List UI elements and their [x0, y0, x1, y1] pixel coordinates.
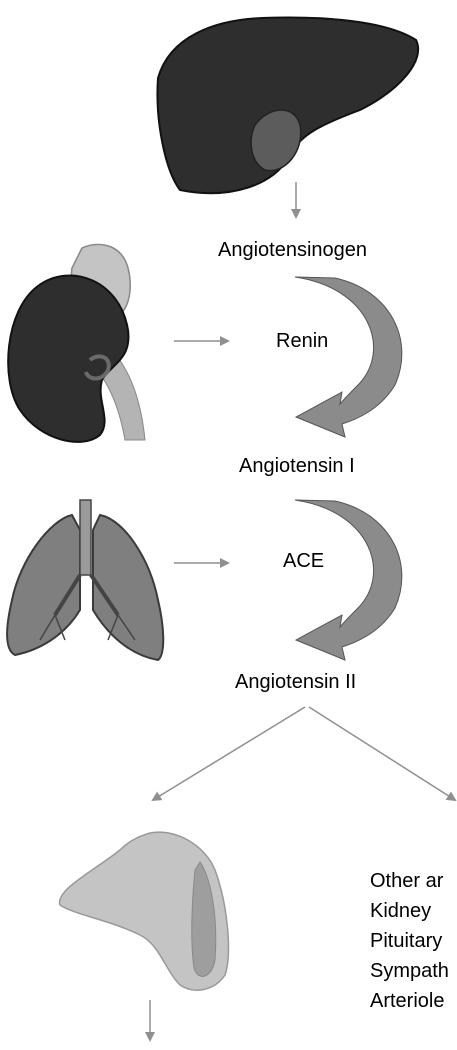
target-item: Arteriole — [370, 990, 445, 1012]
adrenal-gland-illustration — [59, 831, 230, 991]
curved-arrow-renin — [294, 276, 403, 438]
arrow-to-adrenal — [151, 706, 306, 802]
arrow-to-other-targets — [308, 706, 457, 802]
label-angiotensin-i: Angiotensin I — [239, 455, 355, 477]
target-item: Other ar — [370, 870, 444, 892]
label-renin: Renin — [276, 330, 329, 352]
label-angiotensin-ii: Angiotensin II — [235, 671, 357, 693]
liver-illustration — [156, 16, 420, 194]
kidney-illustration — [7, 243, 146, 443]
target-item: Pituitary — [370, 930, 443, 952]
target-item: Sympath — [370, 960, 449, 982]
curved-arrow-ace — [294, 499, 403, 661]
target-item: Kidney — [370, 900, 432, 922]
target-list: Other ar Kidney Pituitary Sympath Arteri… — [370, 866, 449, 1016]
lungs-illustration — [6, 499, 165, 662]
label-ace: ACE — [283, 550, 325, 572]
label-angiotensinogen: Angiotensinogen — [218, 239, 368, 261]
